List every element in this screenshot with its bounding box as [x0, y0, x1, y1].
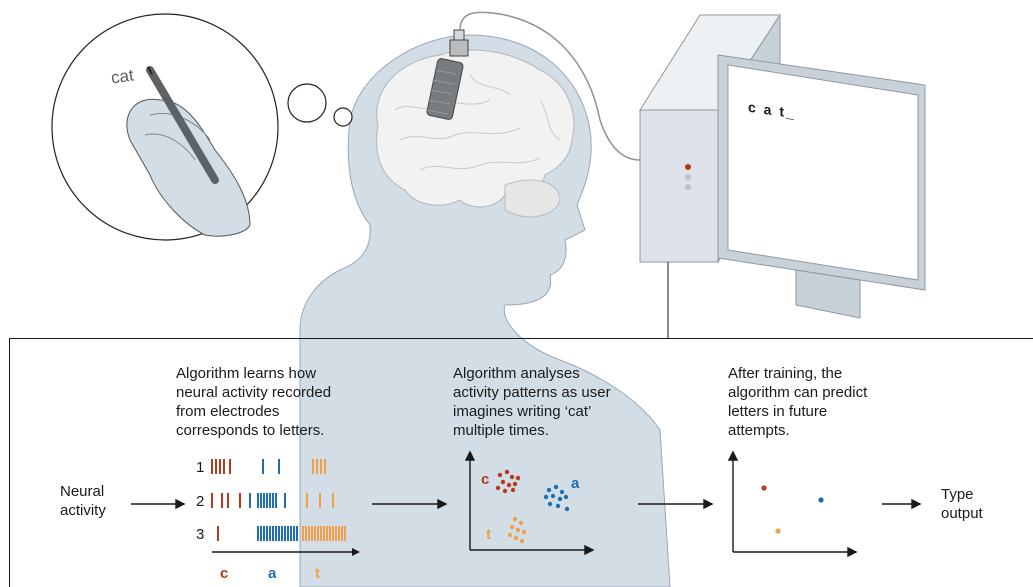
- raster-letter-a: a: [268, 565, 277, 582]
- computer-monitor-icon: [639, 13, 926, 319]
- thought-bubble-medium: [287, 83, 327, 123]
- cluster-points: [495, 469, 570, 544]
- spike-raster: [211, 459, 346, 541]
- thought-bubble-small: [333, 107, 353, 127]
- hand-with-pen-icon: [126, 66, 251, 237]
- prediction-plot-axes: [727, 450, 858, 558]
- cerebellum: [504, 179, 561, 218]
- raster-row-1: 1: [196, 459, 205, 476]
- raster-axis: [212, 548, 360, 556]
- thought-word: cat: [109, 65, 135, 88]
- prediction-points: [761, 485, 824, 534]
- explanation-panel: [9, 338, 1033, 587]
- cluster-label-c: c: [481, 471, 490, 488]
- cable: [459, 11, 641, 161]
- cluster-plot-axes: [464, 450, 595, 556]
- raster-row-3: 3: [196, 526, 205, 543]
- cluster-label-a: a: [571, 475, 580, 492]
- raster-letter-c: c: [220, 565, 229, 582]
- cluster-label-t: t: [486, 526, 491, 543]
- electrode-array-icon: [425, 29, 469, 120]
- arrow-icon: [131, 498, 922, 510]
- raster-row-2: 2: [196, 493, 205, 510]
- raster-letter-t: t: [315, 565, 320, 582]
